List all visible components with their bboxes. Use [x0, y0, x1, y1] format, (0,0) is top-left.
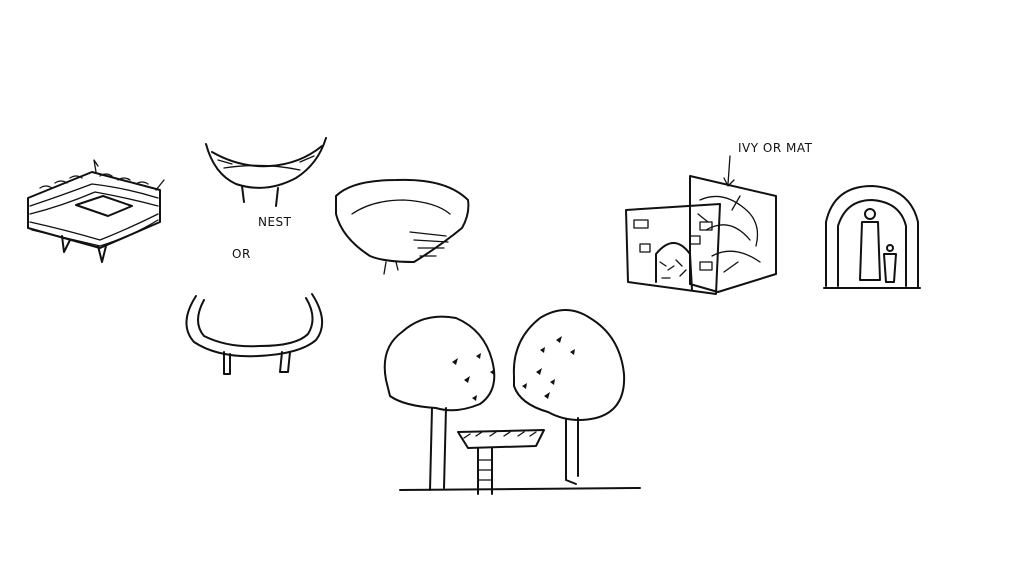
woven-nest-platform-sketch — [27, 159, 165, 263]
or-label: OR — [232, 247, 251, 261]
nest-label: NEST — [258, 215, 292, 229]
hanging-nest-bowl-sketch: NEST — [205, 137, 327, 229]
arched-wall-ivy-sketch: IVY OR MAT — [625, 141, 813, 295]
curved-cradle-sketch — [185, 293, 323, 375]
arch-with-figures-sketch — [823, 185, 921, 289]
ivy-or-mat-label: IVY OR MAT — [738, 141, 813, 155]
sunken-pit-sketch — [335, 178, 470, 275]
trees-with-basin-sketch — [383, 309, 641, 495]
